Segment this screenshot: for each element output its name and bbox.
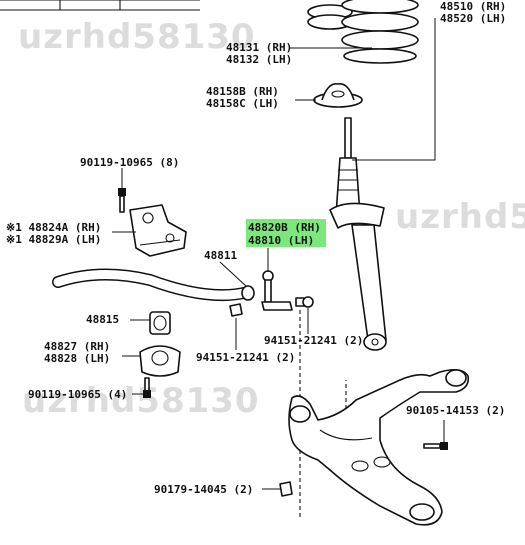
watermark-top: uzrhd58130 bbox=[18, 17, 256, 57]
table-border bbox=[0, 0, 200, 11]
watermark-right: uzrhd58130 bbox=[395, 197, 525, 237]
callout-94151-right: 94151-21241 (2) bbox=[264, 334, 363, 347]
shock-absorber bbox=[329, 117, 387, 351]
spring-bumper bbox=[313, 83, 363, 108]
callout-90119-bottom: 90119-10965 (4) bbox=[28, 388, 127, 401]
stabilizer-bracket bbox=[129, 204, 187, 257]
callout-90179: 90179-14045 (2) bbox=[154, 483, 253, 496]
nut-arm bbox=[279, 481, 293, 497]
callout-48815: 48815 bbox=[86, 313, 119, 326]
callout-48810: 48810 (LH) bbox=[248, 234, 314, 247]
callout-90119-top: 90119-10965 (8) bbox=[80, 156, 179, 169]
highlight-box bbox=[246, 219, 326, 247]
callout-48820B: 48820B (RH) bbox=[248, 221, 321, 234]
lower-arm bbox=[288, 368, 470, 526]
stabilizer-link bbox=[261, 270, 314, 311]
watermark-bottom: uzrhd58130 bbox=[22, 381, 260, 421]
callout-48520: 48520 (LH) bbox=[440, 12, 506, 25]
callout-48131: 48131 (RH) bbox=[226, 41, 292, 54]
bolt-bottom bbox=[143, 377, 151, 398]
callout-48828: 48828 (LH) bbox=[44, 352, 110, 365]
bolt-top bbox=[118, 188, 126, 213]
callout-48132: 48132 (LH) bbox=[226, 53, 292, 66]
callout-48811: 48811 bbox=[204, 249, 237, 262]
callout-48158B: 48158B (RH) bbox=[206, 85, 279, 98]
callout-48827: 48827 (RH) bbox=[44, 340, 110, 353]
leader-spring bbox=[352, 18, 436, 161]
leader-48811 bbox=[219, 261, 247, 287]
callout-48829A: ※1 48829A (LH) bbox=[6, 233, 101, 246]
nut-left bbox=[229, 303, 243, 317]
callout-48510: 48510 (RH) bbox=[440, 0, 506, 13]
bushing-bracket bbox=[139, 345, 181, 377]
callout-48158C: 48158C (LH) bbox=[206, 97, 279, 110]
callout-94151-left: 94151-21241 (2) bbox=[196, 351, 295, 364]
callout-48824A: ※1 48824A (RH) bbox=[6, 221, 101, 234]
bolt-arm bbox=[423, 442, 448, 450]
stabilizer-bushing bbox=[149, 311, 171, 335]
stabilizer-bar bbox=[52, 268, 255, 302]
callout-90105: 90105-14153 (2) bbox=[406, 404, 505, 417]
coil-spring bbox=[307, 0, 419, 64]
